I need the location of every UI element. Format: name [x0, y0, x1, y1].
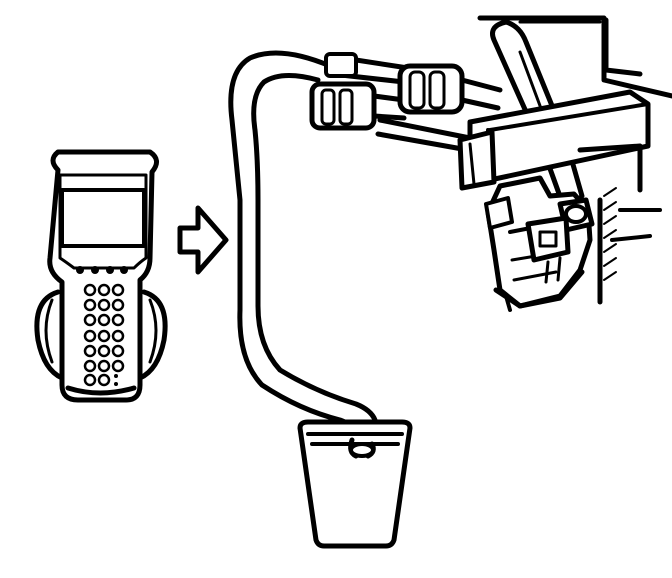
right-arrow-icon — [177, 205, 229, 275]
quick-connect-fitting-icon — [309, 52, 503, 153]
cup-container-icon — [297, 419, 413, 549]
fuel-rail-valve-icon — [457, 15, 672, 312]
handheld-scan-tool-icon — [34, 149, 168, 403]
